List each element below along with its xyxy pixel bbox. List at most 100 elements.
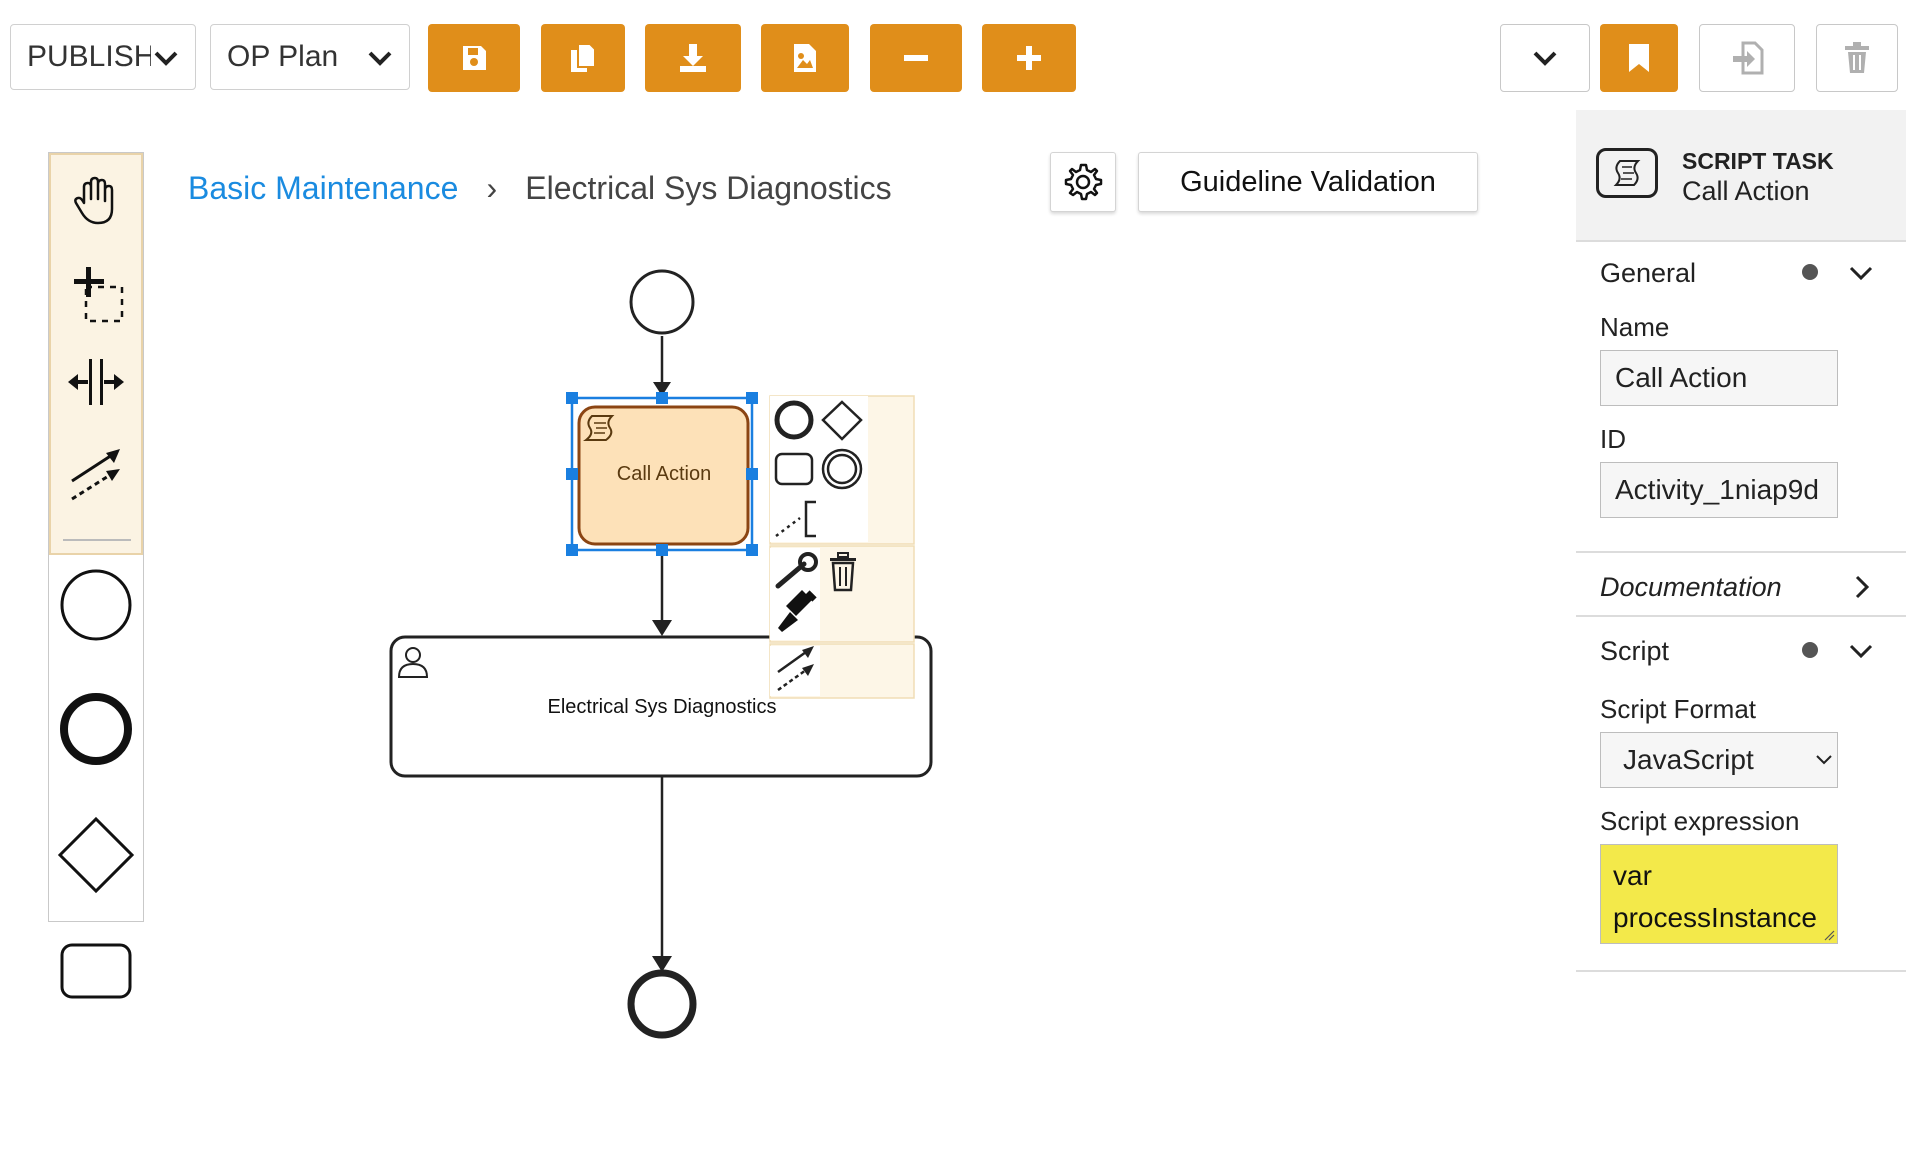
divider [1576,615,1906,617]
text-annotation-icon[interactable] [775,500,816,538]
breadcrumb-separator: › [486,170,498,206]
properties-header: SCRIPT TASK Call Action [1576,110,1906,240]
more-options-button[interactable] [1500,24,1590,92]
flow-arrowhead [652,620,672,636]
copy-icon [571,43,596,72]
gear-icon [1064,163,1103,201]
start-event-tool[interactable] [49,567,143,643]
general-group-header[interactable]: General [1600,258,1697,288]
breadcrumb: Basic Maintenance › Electrical Sys Diagn… [188,170,892,207]
documentation-group-header[interactable]: Documentation [1600,572,1782,602]
append-task-icon[interactable] [774,452,814,486]
guideline-validation-button[interactable]: Guideline Validation [1138,152,1478,212]
resize-handles[interactable] [566,392,758,556]
save-button[interactable] [428,24,520,92]
user-task-label: Electrical Sys Diagnostics [548,696,777,718]
trash-icon [1845,42,1869,73]
breadcrumb-parent-link[interactable]: Basic Maintenance [188,170,459,206]
bookmark-icon [1629,44,1649,72]
id-label: ID [1600,424,1626,454]
append-end-event-icon[interactable] [774,400,814,440]
import-button[interactable] [1699,24,1795,92]
resize-grip-icon[interactable] [1823,929,1835,941]
tool-palette [48,152,144,999]
divider [1576,970,1906,972]
end-event-tool[interactable] [49,691,143,767]
script-expression-textarea[interactable]: var processInstance [1600,844,1838,944]
save-icon [463,46,486,70]
download-icon [680,44,706,72]
script-format-value: JavaScript [1623,744,1754,775]
append-intermediate-event-icon[interactable] [821,448,863,490]
properties-panel: SCRIPT TASK Call Action General Name Cal… [1576,110,1906,1156]
context-pad [769,395,915,699]
lasso-select-icon [74,267,124,323]
connect-tool[interactable] [49,445,143,505]
append-gateway-icon[interactable] [821,400,863,441]
chevron-down-icon[interactable] [1846,260,1876,286]
plan-select-value: OP Plan [227,40,339,73]
script-expression-label: Script expression [1600,806,1800,836]
bpmn-canvas: Electrical Sys Diagnostics [389,269,933,1039]
name-label: Name [1600,312,1670,342]
element-name: Call Action [1682,176,1810,206]
status-select-value: PUBLISH [27,40,151,73]
status-dot [1802,642,1818,658]
connect-arrows-icon [71,449,120,501]
chevron-down-icon [368,51,392,66]
end-event[interactable] [627,969,697,1039]
palette-tools-group [49,153,143,555]
script-format-label: Script Format [1600,694,1757,724]
zoom-out-button[interactable] [870,24,962,92]
name-input[interactable]: Call Action [1600,350,1838,406]
chevron-right-icon[interactable] [1850,572,1874,602]
chevron-down-icon [1816,755,1832,765]
image-export-icon [794,44,816,72]
paint-brush-icon[interactable] [778,590,817,632]
chevron-down-icon[interactable] [1846,638,1876,664]
script-icon [1613,160,1641,186]
script-group-header[interactable]: Script [1600,636,1670,666]
bookmark-button[interactable] [1600,24,1678,92]
user-icon [397,647,429,678]
chevron-down-icon [1533,51,1557,66]
id-input[interactable]: Activity_1niap9d [1600,462,1838,518]
wrench-icon[interactable] [775,552,818,589]
zoom-out-icon [904,55,928,61]
task-tool[interactable] [49,939,143,1003]
copy-button[interactable] [541,24,625,92]
gateway-icon [57,816,135,894]
flow-arrowhead [653,382,671,396]
export-image-button[interactable] [761,24,849,92]
hand-tool[interactable] [49,175,143,227]
zoom-in-button[interactable] [982,24,1076,92]
connect-arrows-icon[interactable] [777,646,814,692]
divider [1576,240,1906,242]
palette-divider [63,539,131,541]
task-icon [60,943,132,999]
lasso-tool[interactable] [49,265,143,325]
delete-button[interactable] [1816,24,1898,92]
settings-button[interactable] [1050,152,1116,212]
start-event[interactable] [629,269,695,335]
zoom-in-icon [1017,46,1041,70]
import-icon [1733,41,1764,75]
download-button[interactable] [645,24,741,92]
divider [1576,551,1906,553]
script-format-select[interactable]: JavaScript [1600,732,1838,788]
space-tool[interactable] [49,357,143,407]
chevron-down-icon [154,51,178,66]
gateway-tool[interactable] [49,815,143,895]
status-select[interactable]: PUBLISH [10,24,196,90]
trash-icon[interactable] [830,552,856,592]
script-expression-line: processInstance [1613,902,1817,933]
breadcrumb-current: Electrical Sys Diagnostics [525,170,892,206]
element-type: SCRIPT TASK [1682,148,1834,174]
start-event-icon [60,569,132,641]
hand-icon [74,176,114,225]
script-expression-line: var [1613,860,1652,891]
plan-select[interactable]: OP Plan [210,24,410,90]
script-icon [583,415,615,441]
space-tool-icon [68,359,124,405]
flow-arrowhead [652,956,672,972]
